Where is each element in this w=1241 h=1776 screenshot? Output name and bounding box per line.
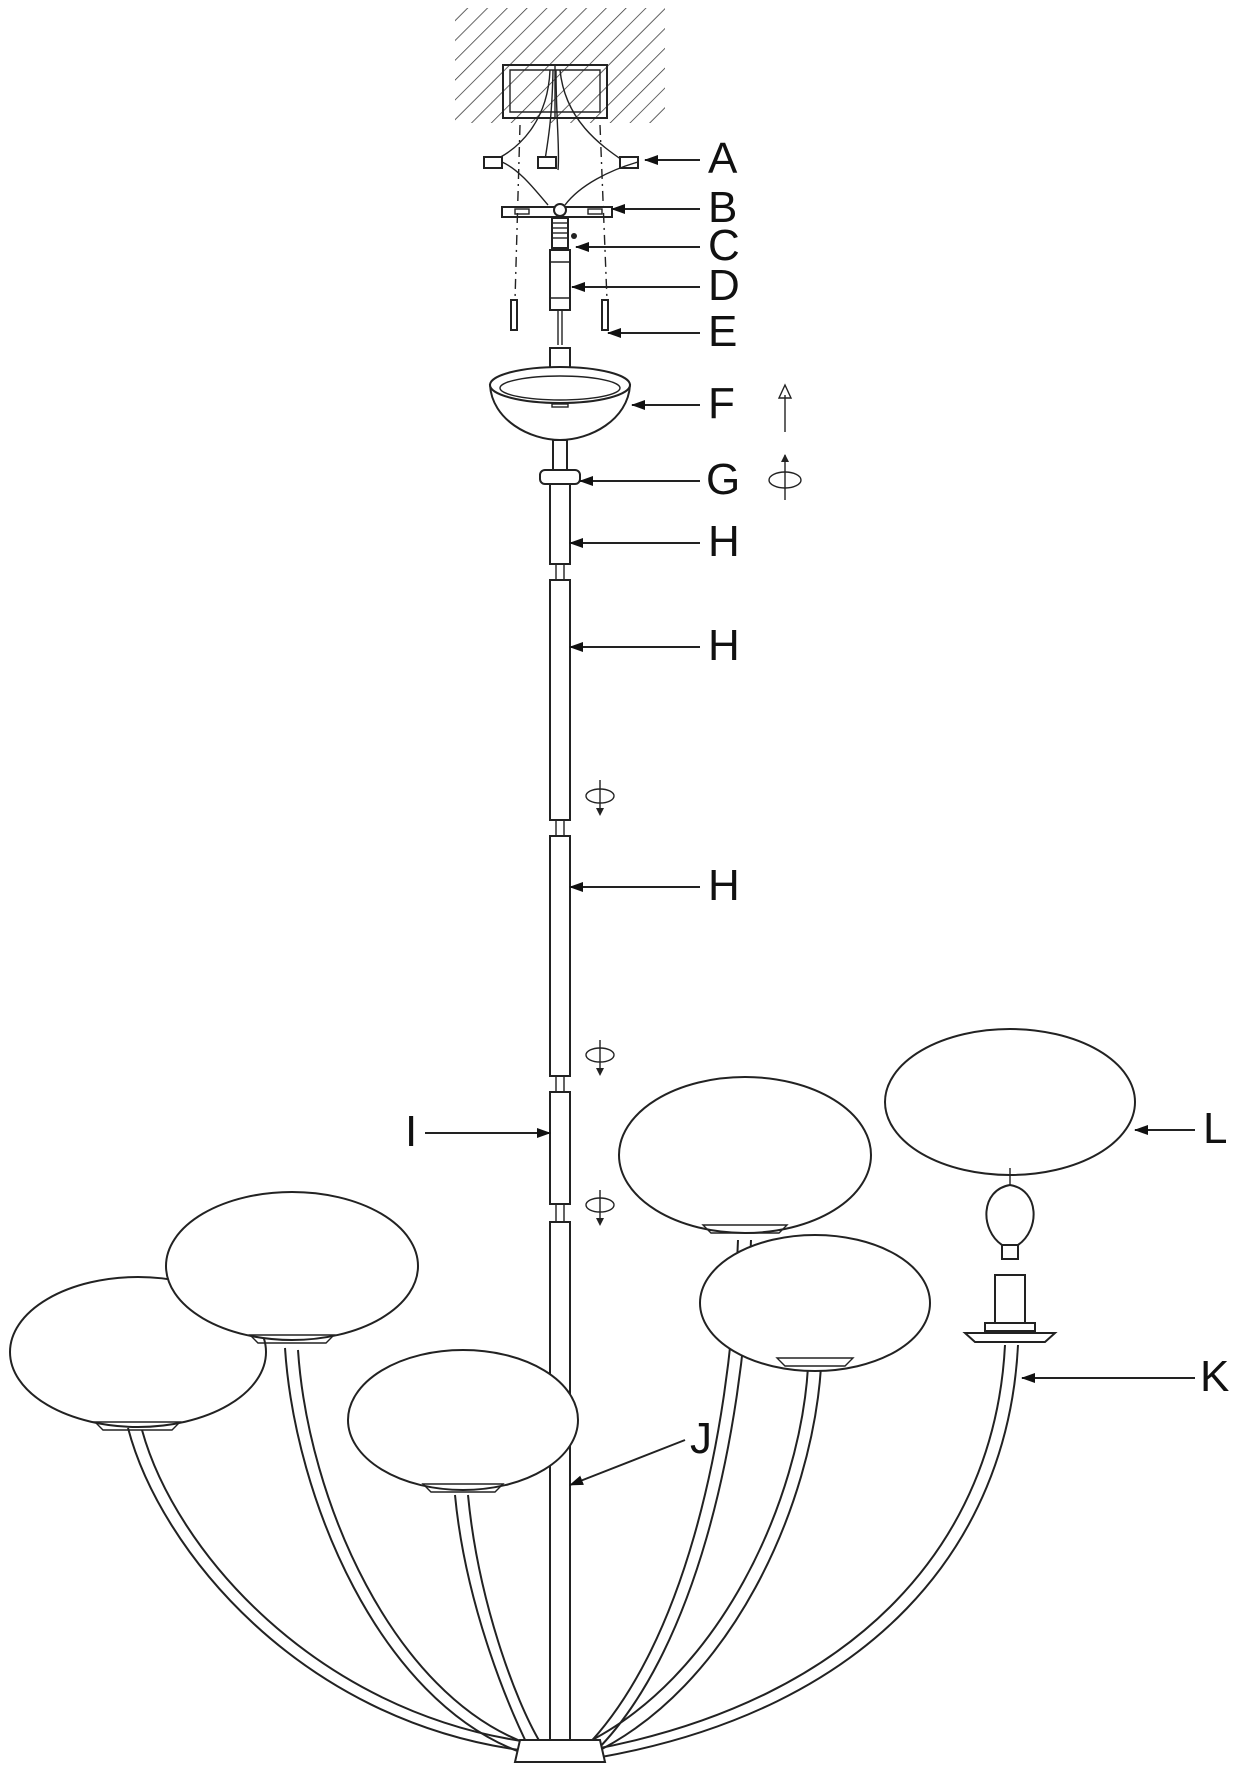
lock-ring xyxy=(539,439,581,485)
rotate-icon xyxy=(585,1040,615,1076)
label-f: F xyxy=(708,379,735,428)
glass-shade xyxy=(347,1349,579,1493)
label-d: D xyxy=(708,261,740,310)
mounting-screws xyxy=(510,124,609,331)
callout-leaders xyxy=(425,155,1195,1486)
coupling xyxy=(549,249,571,345)
rotate-icon xyxy=(585,780,615,816)
label-j: J xyxy=(690,1414,712,1463)
mounting-bracket xyxy=(501,203,613,218)
rotate-icon xyxy=(585,1190,615,1226)
glass-shade xyxy=(699,1234,931,1372)
socket xyxy=(962,1274,1058,1343)
label-k: K xyxy=(1200,1352,1229,1401)
label-a: A xyxy=(708,134,738,183)
label-c: C xyxy=(708,221,740,270)
label-h-lower: H xyxy=(708,861,740,910)
glass-shade xyxy=(618,1076,872,1234)
glass-shade xyxy=(165,1191,419,1344)
label-b: B xyxy=(708,183,737,232)
label-g: G xyxy=(706,455,740,504)
glass-shade xyxy=(884,1028,1136,1176)
light-bulb xyxy=(985,1168,1035,1260)
rods xyxy=(549,483,571,1753)
rotate-up-icon xyxy=(768,454,802,500)
canopy xyxy=(488,347,632,442)
label-i: I xyxy=(405,1107,417,1156)
label-l: L xyxy=(1203,1104,1227,1153)
wire-connectors xyxy=(483,156,639,206)
label-h-middle: H xyxy=(708,621,740,670)
threaded-nipple xyxy=(551,217,577,249)
ceiling xyxy=(455,8,665,171)
up-arrow-icon xyxy=(777,383,793,432)
label-e: E xyxy=(708,307,737,356)
label-h-top: H xyxy=(708,517,740,566)
